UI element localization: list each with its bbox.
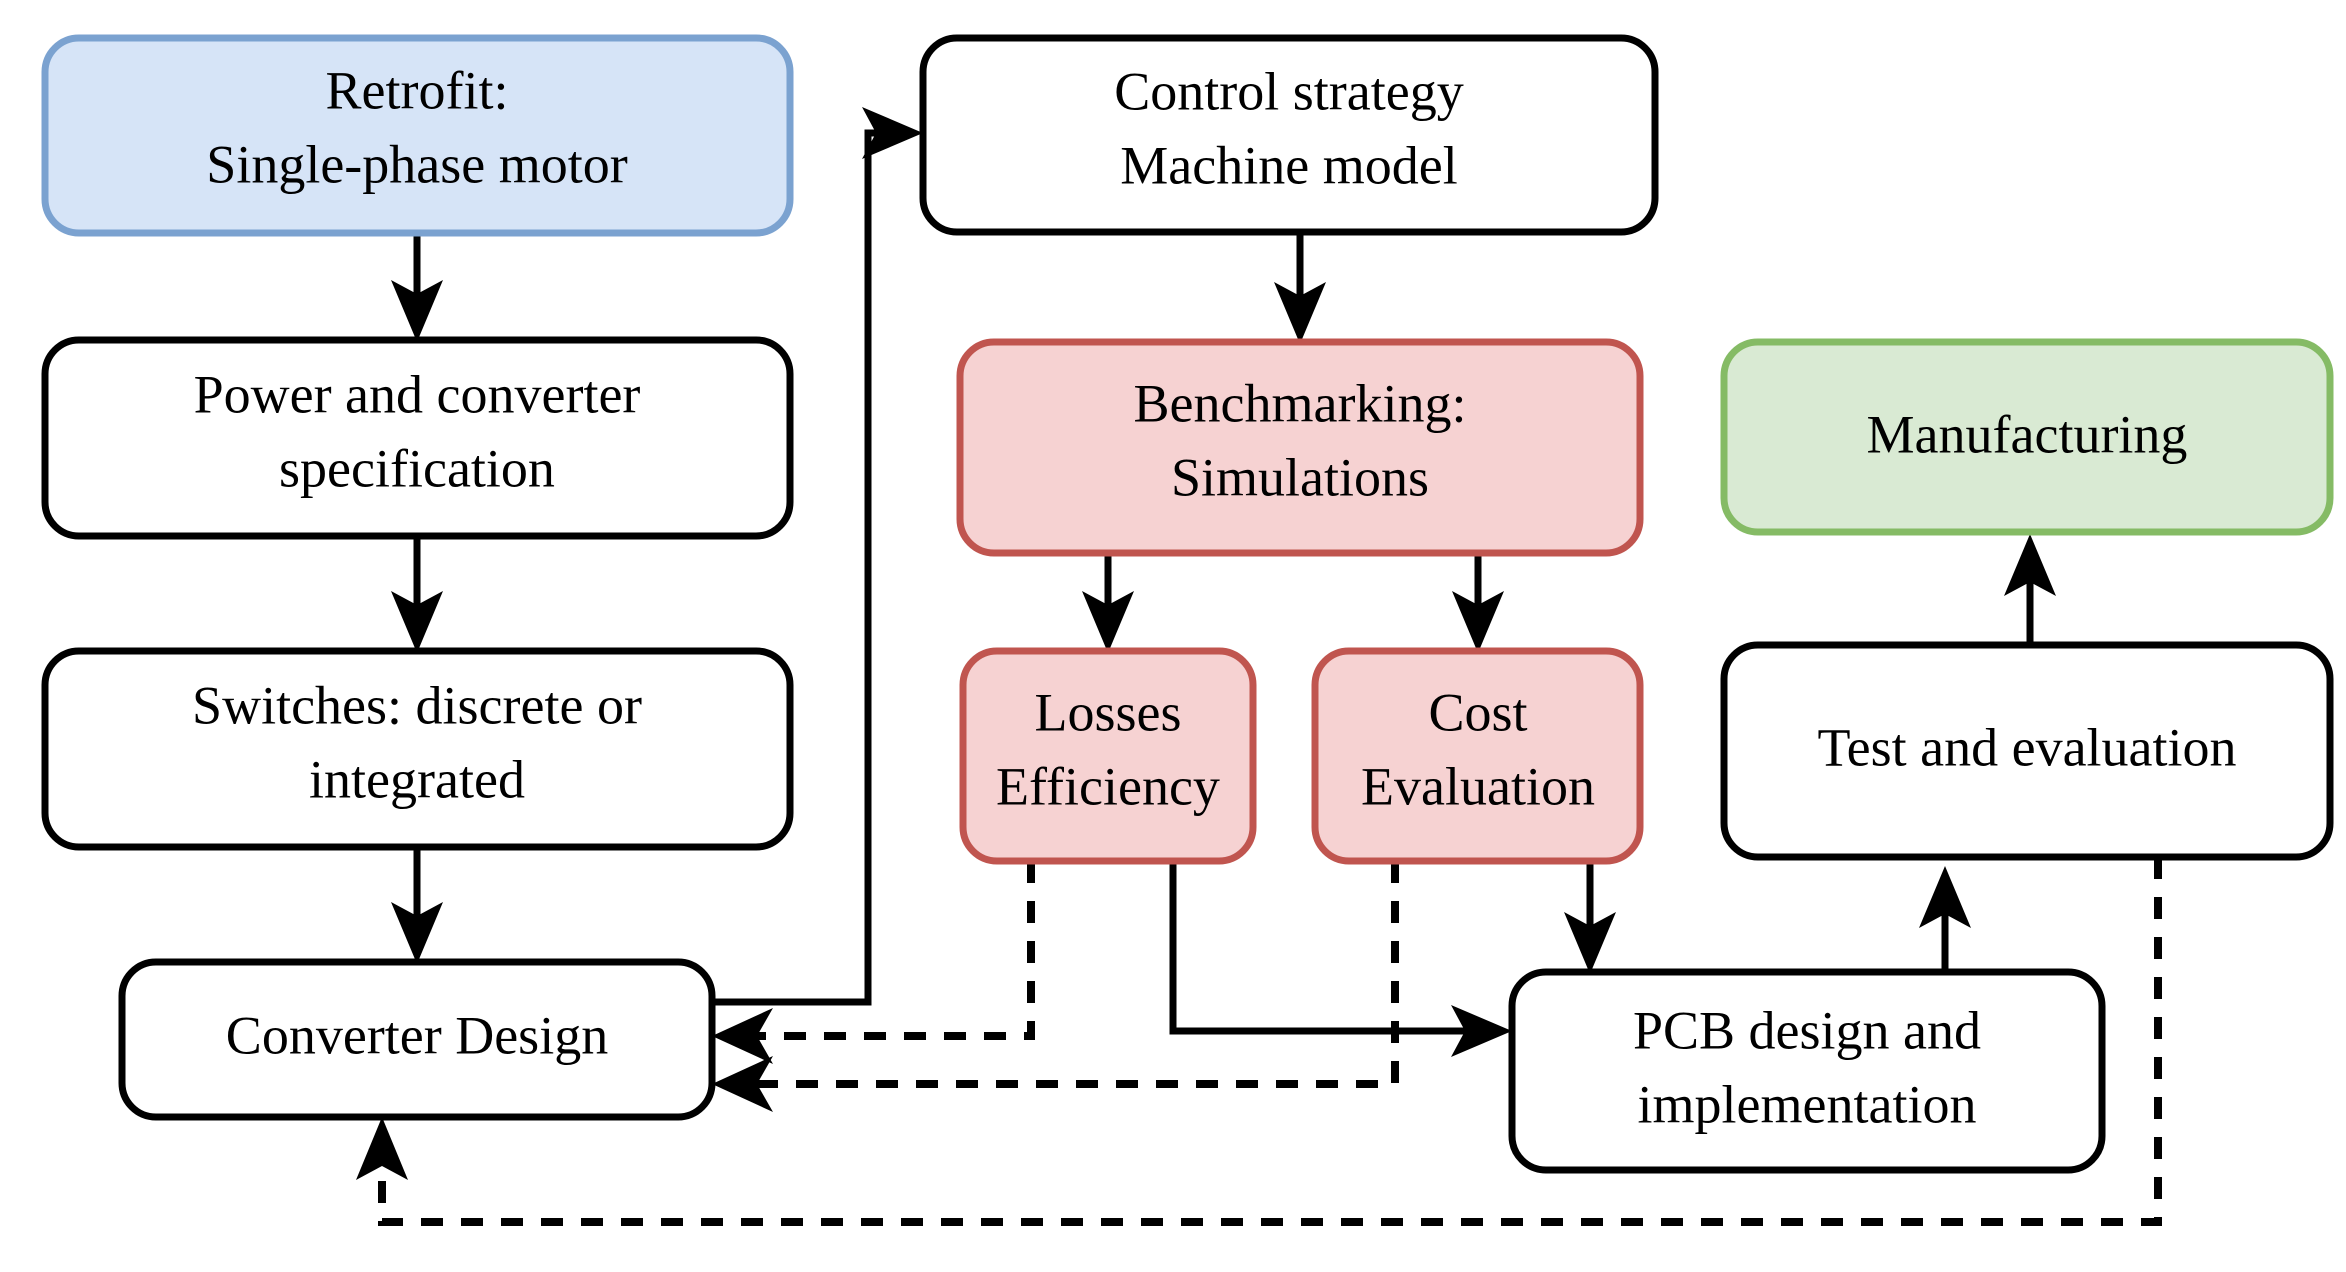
node-manufacturing-line1: Manufacturing <box>1867 404 2188 464</box>
node-switches-line1: Switches: discrete or <box>192 675 642 735</box>
node-converter-design-line1: Converter Design <box>226 1005 608 1065</box>
edge-benchmarking-to-losses <box>1082 553 1134 653</box>
node-cost-shape <box>1311 647 1644 865</box>
node-benchmarking-shape <box>956 338 1644 557</box>
edge-cost-to-pcb <box>1564 861 1616 974</box>
edge-power-spec-to-switches <box>391 536 443 653</box>
node-pcb-line1: PCB design and <box>1633 1000 1981 1060</box>
edge-test-eval-to-manufacturing <box>2004 534 2056 645</box>
node-control-strategy-machine-model[interactable]: Control strategy Machine model <box>919 34 1659 236</box>
node-converter-design-shape <box>118 958 716 1121</box>
edge-layer <box>356 107 2162 1226</box>
edge-test-eval-feedback-to-converter-design <box>356 857 2162 1226</box>
node-cost-evaluation[interactable]: Cost Evaluation <box>1311 647 1644 865</box>
node-benchmarking-line1: Benchmarking: <box>1134 373 1467 433</box>
node-manufacturing-shape <box>1720 338 2334 536</box>
node-cost-line1: Cost <box>1428 682 1527 742</box>
node-converter-design[interactable]: Converter Design <box>118 958 716 1121</box>
edge-losses-to-pcb <box>1169 861 1512 1057</box>
node-retrofit-single-phase-motor[interactable]: Retrofit: Single-phase motor <box>41 34 794 237</box>
node-power-and-converter-specification[interactable]: Power and converter specification <box>41 336 794 540</box>
node-switches-shape <box>41 647 794 851</box>
node-retrofit-line2: Single-phase motor <box>206 134 627 194</box>
node-benchmarking-simulations[interactable]: Benchmarking: Simulations <box>956 338 1644 557</box>
edge-cost-feedback-to-converter-design <box>712 861 1399 1112</box>
node-power-spec-line1: Power and converter <box>194 364 641 424</box>
node-control-strategy-line2: Machine model <box>1120 135 1457 195</box>
node-test-and-evaluation[interactable]: Test and evaluation <box>1720 641 2334 861</box>
node-manufacturing[interactable]: Manufacturing <box>1720 338 2334 536</box>
edge-losses-feedback-to-converter-design <box>712 861 1035 1064</box>
node-retrofit-shape <box>41 34 794 237</box>
node-control-strategy-line1: Control strategy <box>1114 61 1463 121</box>
node-layer: Retrofit: Single-phase motor Power and c… <box>41 34 2334 1174</box>
node-control-strategy-shape <box>919 34 1659 236</box>
edge-pcb-to-test-eval <box>1919 866 1971 972</box>
edge-control-strategy-to-benchmarking <box>1274 232 1326 344</box>
edge-converter-design-to-control-strategy <box>712 107 923 1006</box>
node-pcb-shape <box>1508 968 2106 1174</box>
node-losses-line2: Efficiency <box>996 756 1220 816</box>
node-test-eval-line1: Test and evaluation <box>1817 717 2236 777</box>
node-losses-efficiency[interactable]: Losses Efficiency <box>959 647 1257 865</box>
node-switches-line2: integrated <box>309 749 525 809</box>
node-benchmarking-line2: Simulations <box>1171 447 1429 507</box>
node-cost-line2: Evaluation <box>1361 756 1595 816</box>
edge-retrofit-to-power-spec <box>391 233 443 342</box>
node-retrofit-line1: Retrofit: <box>326 60 509 120</box>
node-test-eval-shape <box>1720 641 2334 861</box>
node-pcb-line2: implementation <box>1638 1074 1977 1134</box>
edge-switches-to-converter-design <box>391 847 443 964</box>
node-pcb-design-and-implementation[interactable]: PCB design and implementation <box>1508 968 2106 1174</box>
node-losses-shape <box>959 647 1257 865</box>
node-power-spec-shape <box>41 336 794 540</box>
node-losses-line1: Losses <box>1035 682 1182 742</box>
edge-benchmarking-to-cost <box>1452 553 1504 653</box>
node-switches-discrete-or-integrated[interactable]: Switches: discrete or integrated <box>41 647 794 851</box>
node-power-spec-line2: specification <box>279 438 555 498</box>
